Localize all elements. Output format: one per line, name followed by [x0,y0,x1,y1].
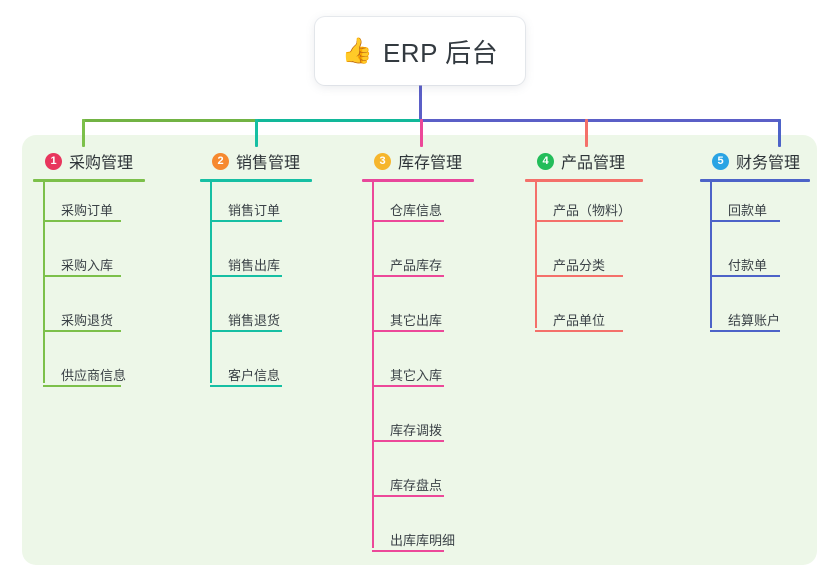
tree-item[interactable]: 客户信息 [228,368,281,383]
column-items-1: 采购订单采购入库采购退货供应商信息 [33,182,145,387]
tree-item[interactable]: 产品分类 [553,258,606,273]
trunk-connector [419,85,422,121]
column-rule-5 [700,179,810,182]
tree-item[interactable]: 出库库明细 [390,533,456,548]
tree-item-rule [43,220,121,222]
connector-bar-segment-3 [420,119,781,122]
column-rule-3 [362,179,474,182]
tree-item[interactable]: 仓库信息 [390,203,443,218]
tree-item[interactable]: 销售出库 [228,258,281,273]
tree-item-rule [210,330,282,332]
tree-item[interactable]: 采购入库 [61,258,114,273]
column-badge-4: 4 [537,152,554,170]
column-产品管理: 4 产品管理产品（物料） 产品分类产品单位 [525,148,643,332]
connector-bar-segment-2 [255,119,423,122]
column-header-4[interactable]: 4 产品管理 [525,148,643,174]
column-title-label: 库存管理 [398,155,463,172]
tree-item-rule [372,275,444,277]
column-采购管理: 1 采购管理采购订单采购入库采购退货供应商信息 [33,148,145,387]
connector-drop-column-1 [82,119,85,147]
tree-item-rule [372,330,444,332]
tree-item[interactable]: 付款单 [728,258,768,273]
tree-item[interactable]: 销售订单 [228,203,281,218]
column-badge-2: 2 [212,152,229,170]
column-spine-4 [535,182,537,328]
connector-drop-column-2 [255,119,258,147]
tree-item[interactable]: 结算账户 [728,313,781,328]
tree-item-rule [710,330,780,332]
column-财务管理: 5 财务管理回款单付款单结算账户 [700,148,810,332]
tree-item[interactable]: 供应商信息 [61,368,127,383]
column-header-3[interactable]: 3 库存管理 [362,148,474,174]
root-node-label: ERP 后台 [382,37,499,68]
tree-item[interactable]: 产品单位 [553,313,606,328]
root-node-erp-backend[interactable]: 👍 ERP 后台 [315,17,525,85]
tree-item-rule [210,385,282,387]
column-spine-5 [710,182,712,328]
connector-drop-column-5 [778,119,781,147]
column-header-1[interactable]: 1 采购管理 [33,148,145,174]
tree-item-rule [535,275,623,277]
tree-item-rule [372,385,444,387]
tree-item[interactable]: 产品库存 [390,258,443,273]
tree-item-rule [43,275,121,277]
tree-item[interactable]: 库存调拨 [390,423,443,438]
tree-item-rule [210,220,282,222]
column-items-2: 销售订单销售出库销售退货客户信息 [200,182,312,387]
tree-item[interactable]: 产品（物料） [553,203,632,218]
tree-item-rule [710,220,780,222]
tree-item-rule [372,550,444,552]
column-销售管理: 2 销售管理销售订单销售出库销售退货客户信息 [200,148,312,387]
connector-bar-segment-1 [82,119,258,122]
tree-item[interactable]: 销售退货 [228,313,281,328]
column-title-label: 产品管理 [561,155,626,172]
column-badge-3: 3 [374,152,391,170]
tree-item[interactable]: 其它入库 [390,368,443,383]
tree-item-rule [535,330,623,332]
tree-item-rule [43,385,121,387]
tree-background-panel [22,135,817,565]
column-rule-4 [525,179,643,182]
column-title-label: 销售管理 [236,155,301,172]
column-rule-1 [33,179,145,182]
column-rule-2 [200,179,312,182]
column-items-5: 回款单付款单结算账户 [700,182,810,332]
column-title-label: 采购管理 [69,155,134,172]
tree-item-rule [372,440,444,442]
connector-drop-column-3 [420,119,423,147]
tree-item[interactable]: 其它出库 [390,313,443,328]
tree-item-rule [372,495,444,497]
column-badge-1: 1 [45,152,62,170]
tree-item-rule [710,275,780,277]
column-spine-3 [372,182,374,548]
tree-item[interactable]: 采购退货 [61,313,114,328]
thumbs-up-icon: 👍 [341,36,373,65]
column-title-label: 财务管理 [736,155,801,172]
tree-item-rule [372,220,444,222]
tree-item[interactable]: 采购订单 [61,203,114,218]
column-库存管理: 3 库存管理仓库信息产品库存其它出库其它入库库存调拨库存盘点出库库明细 [362,148,474,552]
column-items-4: 产品（物料） 产品分类产品单位 [525,182,643,332]
column-header-5[interactable]: 5 财务管理 [700,148,810,174]
column-items-3: 仓库信息产品库存其它出库其它入库库存调拨库存盘点出库库明细 [362,182,474,552]
connector-drop-column-4 [585,119,588,147]
tree-item[interactable]: 回款单 [728,203,768,218]
column-spine-1 [43,182,45,383]
column-spine-2 [210,182,212,383]
tree-item[interactable]: 库存盘点 [390,478,443,493]
column-badge-5: 5 [712,152,729,170]
column-header-2[interactable]: 2 销售管理 [200,148,312,174]
root-node-content: 👍 ERP 后台 [342,33,498,70]
tree-item-rule [535,220,623,222]
tree-item-rule [210,275,282,277]
tree-item-rule [43,330,121,332]
